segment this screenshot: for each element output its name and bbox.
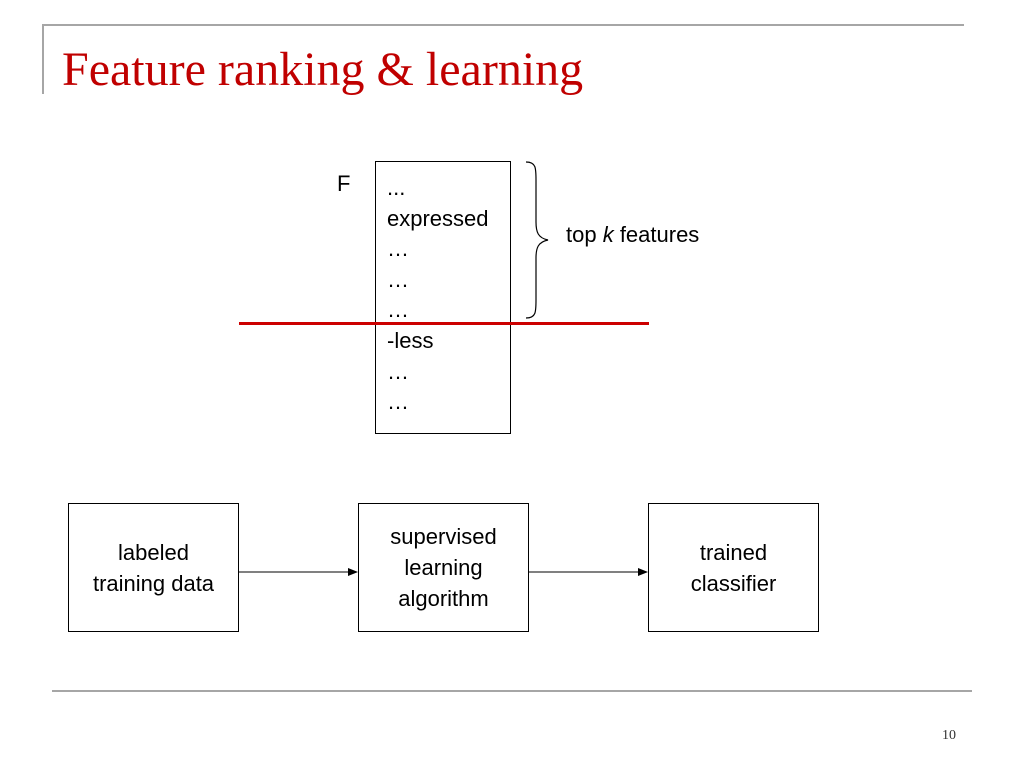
page-number: 10 [942, 728, 956, 743]
slide-title: Feature ranking & learning [62, 43, 584, 96]
trained-classifier-box: trained classifier [648, 503, 819, 632]
box-line: algorithm [398, 586, 489, 611]
frame-top-rule [42, 24, 964, 26]
feature-list: ... expressed … … … -less … … [387, 173, 489, 418]
feature-item: … [387, 297, 409, 323]
top-k-suffix: features [613, 222, 700, 247]
box-line: learning [404, 555, 483, 580]
box-line: supervised [390, 524, 497, 549]
feature-item: expressed [387, 205, 489, 231]
feature-item: … [387, 236, 409, 262]
feature-item: … [387, 389, 409, 415]
box-line: classifier [690, 570, 777, 596]
box-line: labeled [118, 539, 189, 565]
frame-left-rule [42, 24, 44, 94]
feature-item: … [387, 266, 409, 292]
training-data-box: labeled training data [68, 503, 239, 632]
learning-algorithm-box: supervised learning algorithm [358, 503, 529, 632]
feature-list-label: F [337, 171, 351, 196]
box-line: trained [699, 539, 768, 565]
curly-brace-icon [525, 161, 549, 319]
feature-item: -less [387, 327, 434, 353]
box-line: training data [92, 570, 215, 596]
feature-list-box [375, 161, 511, 434]
top-k-variable: k [602, 222, 614, 247]
top-k-cutoff-line [239, 322, 649, 325]
top-k-label: top k features [566, 222, 699, 248]
bottom-rule [52, 690, 972, 692]
feature-item: ... [387, 175, 406, 200]
feature-item: … [387, 358, 409, 384]
top-k-prefix: top [566, 222, 603, 247]
